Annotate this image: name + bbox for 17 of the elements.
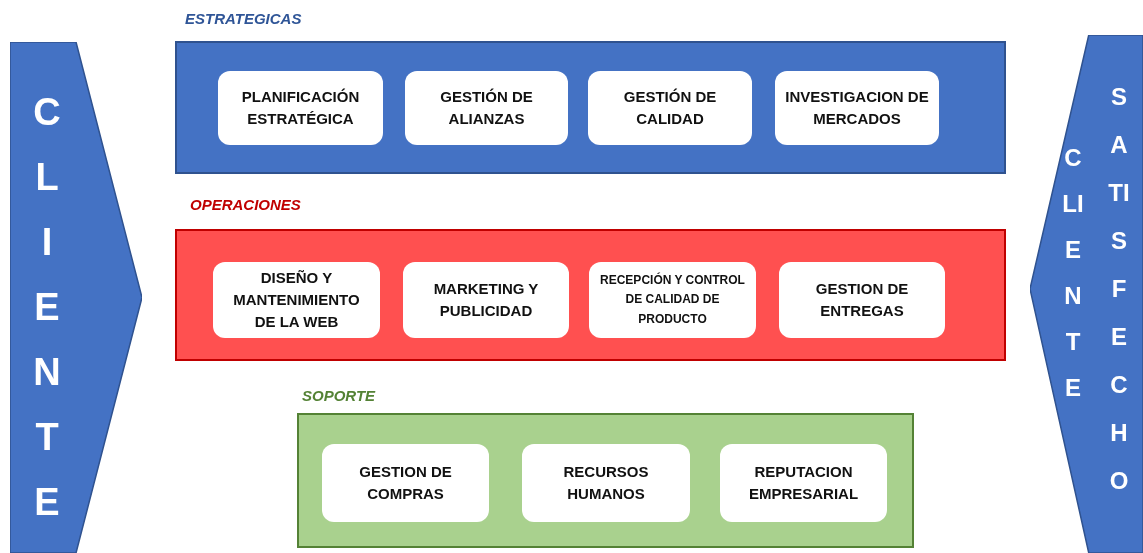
process-box: REPUTACION EMPRESARIAL bbox=[720, 444, 887, 522]
process-box: RECEPCIÓN Y CONTROL DE CALIDAD DE PRODUCTO bbox=[589, 262, 756, 338]
process-box: INVESTIGACION DE MERCADOS bbox=[775, 71, 939, 145]
process-box: PLANIFICACIÓN ESTRATÉGICA bbox=[218, 71, 383, 145]
vertical-label: SATISFECHO bbox=[1108, 82, 1130, 496]
process-box: GESTION DE COMPRAS bbox=[322, 444, 489, 522]
group-heading: SOPORTE bbox=[302, 387, 376, 404]
group-heading: ESTRATEGICAS bbox=[185, 10, 302, 27]
process-box: RECURSOS HUMANOS bbox=[522, 444, 690, 522]
vertical-label: CLIENTE bbox=[32, 90, 62, 525]
process-box: GESTION DE ENTREGAS bbox=[779, 262, 945, 338]
group-heading: OPERACIONES bbox=[190, 196, 301, 213]
process-box: GESTIÓN DE ALIANZAS bbox=[405, 71, 568, 145]
process-box: GESTIÓN DE CALIDAD bbox=[588, 71, 752, 145]
vertical-label: CLIENTE bbox=[1062, 143, 1084, 403]
process-box: DISEÑO Y MANTENIMIENTO DE LA WEB bbox=[213, 262, 380, 338]
process-box: MARKETING Y PUBLICIDAD bbox=[403, 262, 569, 338]
